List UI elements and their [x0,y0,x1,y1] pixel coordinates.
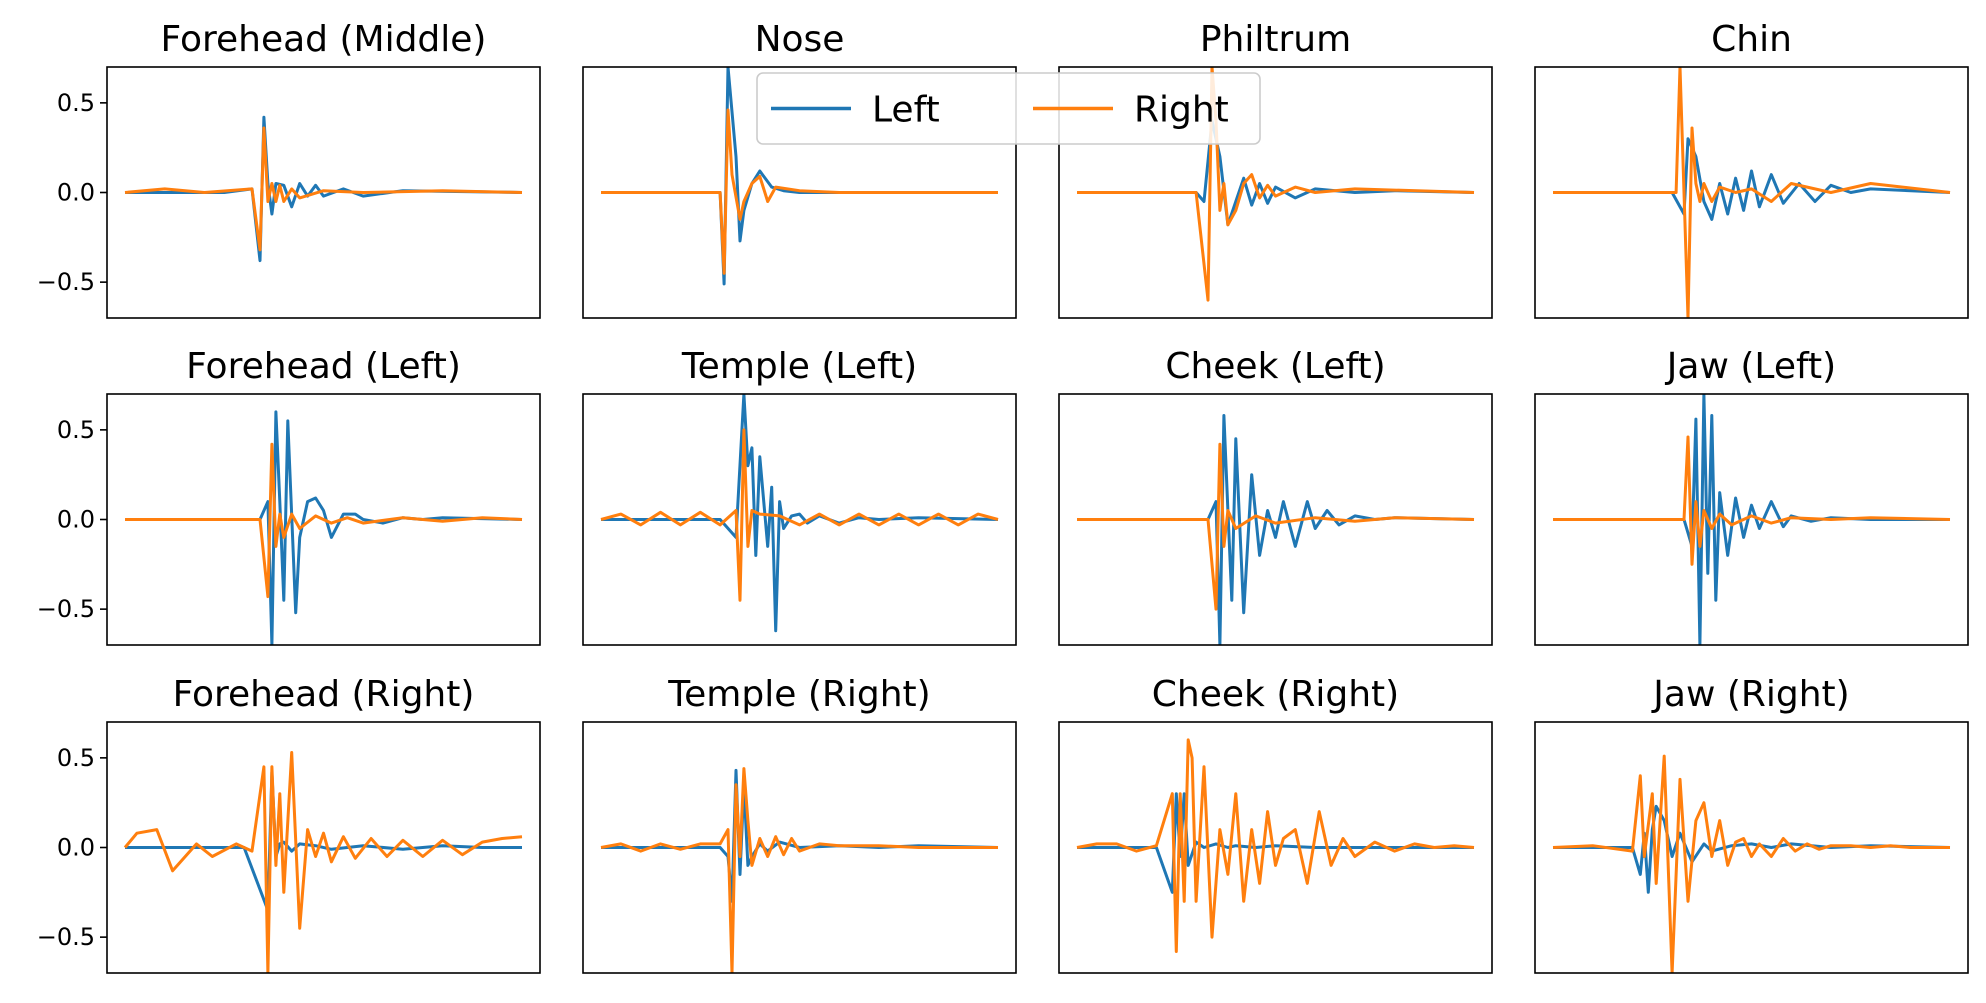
subplot-title: Forehead (Right) [173,674,475,715]
subplot-jaw-left: Jaw (Left) [1534,346,1969,646]
series-line-right [1077,442,1475,611]
subplot-temple-right: Temple (Right) [582,674,1017,974]
subplot-temple-left: Temple (Left) [582,346,1017,646]
legend-label-right: Right [1134,90,1229,131]
series-line-left [1553,137,1951,221]
series-line-right [1553,435,1951,566]
axes-frame [1058,66,1493,319]
series-line-right [125,442,523,599]
y-tick-label: 0.0 [57,506,95,534]
legend-box [756,72,1261,145]
series-line-left [601,67,998,286]
series-line-right [600,428,999,602]
y-tick-label: 0.0 [57,179,95,207]
subplot-jaw-right: Jaw (Right) [1534,674,1969,974]
subplot-title: Temple (Left) [681,346,917,387]
series-line-left [125,770,522,912]
y-tick-label: 0.0 [57,834,95,862]
series-line-left [1077,792,1474,894]
axes-frame [1534,721,1969,974]
subplot-nose: Nose [582,19,1017,319]
series-line-left [601,768,999,903]
axes-frame [1534,393,1969,646]
series-line-left [1077,414,1475,645]
subplot-chin: Chin [1534,19,1969,319]
subplot-cheek-right: Cheek (Right) [1058,674,1493,974]
subplot-philtrum: Philtrum [1058,19,1493,319]
subplot-cheek-left: Cheek (Left) [1058,346,1493,646]
subplot-forehead-middle: Forehead (Middle) 0.5 0.0 −0.5 [37,19,541,319]
axes-frame [1534,66,1969,319]
y-tick-label: −0.5 [37,923,95,951]
series-line-right [123,751,523,973]
series-line-right [1076,738,1475,953]
subplot-forehead-right: Forehead (Right) 0.5 0.0 −0.5 [37,674,541,974]
y-tick-label: 0.5 [57,89,95,117]
series-line-right [1553,67,1951,318]
y-tick-label: 0.5 [57,416,95,444]
y-tick-label: −0.5 [37,268,95,296]
series-line-right [124,126,523,252]
subplot-title: Nose [755,19,845,60]
series-line-right [601,108,998,275]
legend: Left Right [756,72,1261,145]
y-tick-label: −0.5 [37,595,95,623]
subplot-title: Temple (Right) [667,674,930,715]
subplot-title: Jaw (Left) [1665,346,1836,387]
subplot-title: Cheek (Left) [1165,346,1385,387]
axes-frame [582,721,1017,974]
axes-frame [1058,721,1493,974]
axes-frame [582,66,1017,319]
series-line-left [125,115,523,263]
subplot-title: Chin [1711,19,1792,60]
subplot-title: Cheek (Right) [1152,674,1399,715]
axes-frame [1058,393,1493,646]
legend-label-left: Left [872,90,940,131]
axes-frame [582,393,1017,646]
subplot-title: Jaw (Right) [1651,674,1849,715]
series-line-right [1552,754,1950,973]
series-line-left [125,410,523,645]
series-line-right [600,767,998,973]
subplot-forehead-left: Forehead (Left) 0.5 0.0 −0.5 [37,346,541,646]
y-tick-label: 0.5 [57,744,95,772]
subplot-title: Forehead (Middle) [161,19,487,60]
subplot-title: Philtrum [1200,19,1351,60]
subplot-title: Forehead (Left) [186,346,461,387]
